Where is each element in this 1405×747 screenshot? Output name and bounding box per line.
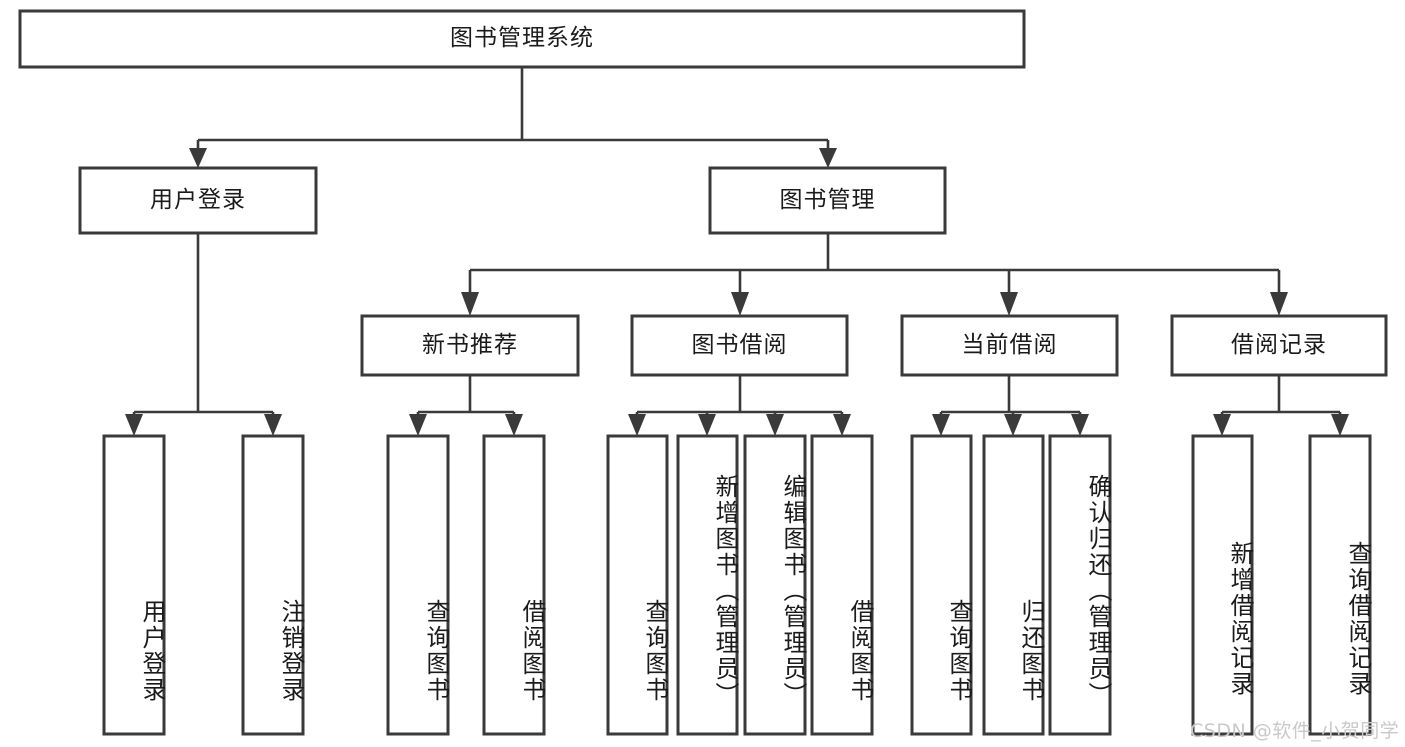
- arrow-head-leaf-confirm-return-admin: [1071, 414, 1089, 436]
- node-box-layer: [18, 9, 1388, 736]
- node-box-new-book-recommend[interactable]: [360, 314, 580, 377]
- arrow-head-current-borrow: [1000, 292, 1018, 316]
- arrow-head-leaf-user-logout: [264, 414, 282, 436]
- arrow-head-leaf-query-book-current: [932, 414, 950, 436]
- arrow-head-leaf-add-borrow-record: [1213, 414, 1231, 436]
- arrow-head-new-book-recommend: [461, 292, 479, 316]
- arrow-head-leaf-edit-book-admin: [766, 414, 784, 436]
- node-box-leaf-query-book-current[interactable]: [910, 434, 973, 736]
- arrow-head-leaf-user-login: [125, 414, 143, 436]
- node-box-book-manage[interactable]: [708, 166, 947, 235]
- arrow-head-leaf-return-book: [1004, 414, 1022, 436]
- arrow-head-leaf-query-book-borrow: [628, 414, 646, 436]
- arrow-head-borrow-record: [1270, 292, 1288, 316]
- node-box-leaf-query-borrow-record[interactable]: [1308, 434, 1372, 736]
- node-box-leaf-add-borrow-record[interactable]: [1191, 434, 1254, 736]
- node-box-borrow-record[interactable]: [1170, 314, 1388, 377]
- arrow-head-book-manage: [819, 148, 837, 168]
- node-box-leaf-edit-book-admin[interactable]: [743, 434, 807, 736]
- node-box-current-borrow[interactable]: [900, 314, 1119, 377]
- node-box-user-login[interactable]: [78, 166, 318, 235]
- arrow-head-leaf-query-borrow-record: [1331, 414, 1349, 436]
- node-box-root[interactable]: [18, 9, 1026, 69]
- node-box-book-borrow[interactable]: [630, 314, 849, 377]
- connector-layer: [125, 67, 1349, 436]
- node-box-leaf-add-book-admin[interactable]: [676, 434, 739, 736]
- arrow-head-leaf-query-book-rec: [409, 414, 427, 436]
- node-box-leaf-return-book[interactable]: [982, 434, 1045, 736]
- arrow-head-leaf-borrow-book: [833, 414, 851, 436]
- arrow-head-leaf-borrow-book-rec: [505, 414, 523, 436]
- arrow-head-book-borrow: [731, 292, 749, 316]
- node-box-leaf-confirm-return-admin[interactable]: [1048, 434, 1112, 736]
- arrow-head-user-login: [189, 148, 207, 168]
- node-box-leaf-query-book-borrow[interactable]: [606, 434, 669, 736]
- node-box-leaf-query-book-rec[interactable]: [386, 434, 450, 736]
- arrow-head-leaf-add-book-admin: [698, 414, 716, 436]
- node-box-leaf-borrow-book[interactable]: [810, 434, 874, 736]
- node-box-leaf-borrow-book-rec[interactable]: [482, 434, 546, 736]
- node-box-leaf-user-login[interactable]: [102, 434, 166, 736]
- node-box-leaf-user-logout[interactable]: [241, 434, 305, 736]
